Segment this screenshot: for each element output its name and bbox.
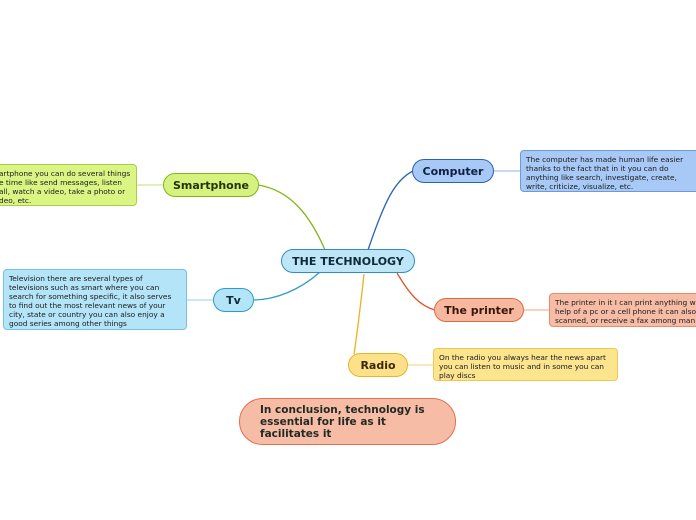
link-printer: [396, 272, 436, 311]
note-computer-text: The computer has made human life easier …: [526, 155, 684, 191]
link-tv: [252, 271, 321, 301]
link-computer: [367, 170, 414, 251]
link-smartphone: [257, 184, 326, 251]
topic-smartphone[interactable]: Smartphone: [163, 173, 259, 197]
central-topic-label: THE TECHNOLOGY: [292, 254, 404, 268]
topic-printer-label: The printer: [444, 303, 514, 317]
note-tv-text: Television there are several types of te…: [9, 274, 172, 328]
note-smartphone[interactable]: artphone you can do several things e tim…: [0, 164, 137, 206]
note-printer-text: The printer in it I can print anything w…: [555, 298, 696, 325]
topic-computer-label: Computer: [422, 164, 484, 178]
topic-tv-label: Tv: [226, 293, 241, 307]
topic-printer[interactable]: The printer: [434, 298, 524, 322]
topic-radio[interactable]: Radio: [348, 353, 408, 377]
note-radio-text: On the radio you always hear the news ap…: [439, 353, 606, 380]
note-tv[interactable]: Television there are several types of te…: [3, 269, 187, 330]
link-radio: [353, 273, 365, 355]
note-printer[interactable]: The printer in it I can print anything w…: [549, 293, 696, 327]
conclusion-text: In conclusion, technology is essential f…: [260, 403, 425, 440]
conclusion-topic[interactable]: In conclusion, technology is essential f…: [239, 398, 456, 445]
central-topic[interactable]: THE TECHNOLOGY: [281, 249, 415, 273]
topic-smartphone-label: Smartphone: [172, 178, 250, 192]
note-radio[interactable]: On the radio you always hear the news ap…: [433, 348, 618, 381]
note-computer[interactable]: The computer has made human life easier …: [520, 150, 696, 192]
topic-computer[interactable]: Computer: [412, 159, 494, 183]
topic-radio-label: Radio: [360, 358, 396, 372]
topic-tv[interactable]: Tv: [213, 288, 254, 312]
note-smartphone-text: artphone you can do several things e tim…: [0, 169, 131, 205]
